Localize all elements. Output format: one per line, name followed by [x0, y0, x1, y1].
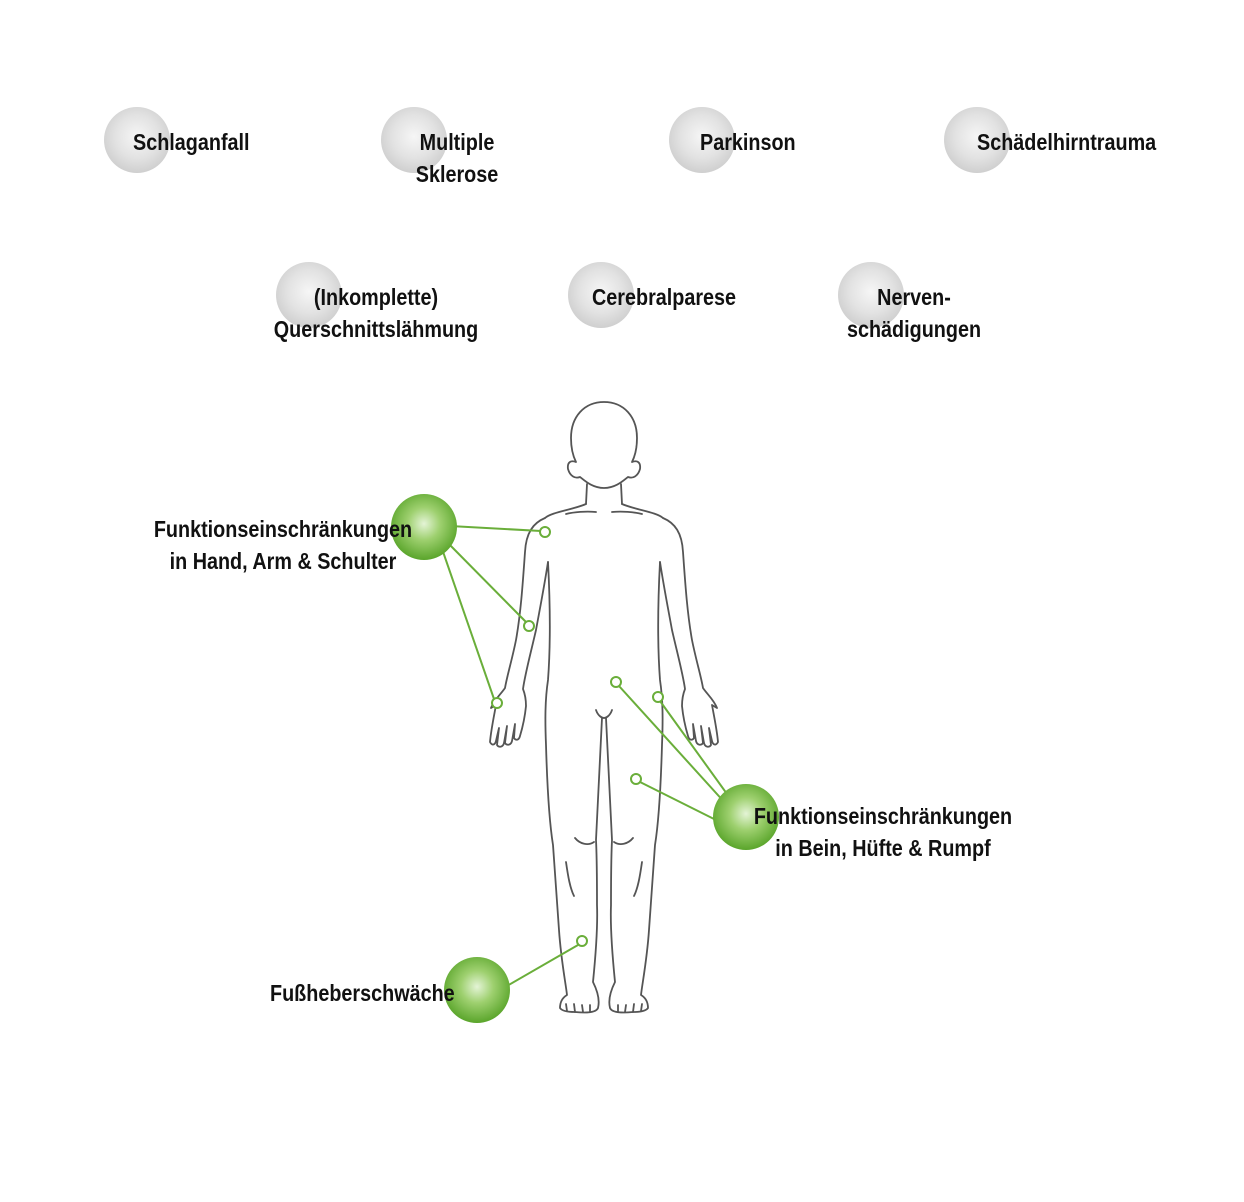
target-shoulder	[539, 526, 551, 538]
bubble-nervenschaedigungen	[838, 262, 904, 328]
target-hand	[491, 697, 503, 709]
label-schlaganfall: Schlaganfall	[133, 129, 250, 155]
label-bein-huefte-rumpf: Funktionseinschränkungen in Bein, Hüfte …	[753, 803, 1013, 861]
label-cerebralparese: Cerebralparese	[592, 284, 737, 310]
bubble-fussheberschwaeche	[444, 957, 510, 1023]
label-multiple-sklerose: Multiple Sklerose	[415, 129, 499, 187]
connector-lines	[439, 525, 741, 991]
label-fussheberschwaeche: Fußheberschwäche	[270, 980, 455, 1006]
bubble-bein-huefte-rumpf	[713, 784, 779, 850]
bubble-cerebralparese	[568, 262, 634, 328]
bubble-querschnittslaehmung	[276, 262, 342, 328]
condition-bubbles	[104, 107, 1010, 328]
bubble-multiple-sklerose	[381, 107, 447, 173]
target-ankle	[576, 935, 588, 947]
target-hip	[610, 676, 622, 688]
label-nervenschaedigungen: Nerven- schädigungen	[846, 284, 982, 342]
bubble-parkinson	[669, 107, 735, 173]
label-querschnittslaehmung: (Inkomplette) Querschnittslähmung	[273, 284, 479, 342]
bubble-schaedelhirntrauma	[944, 107, 1010, 173]
impairment-bubbles	[391, 494, 779, 1023]
target-thigh	[630, 773, 642, 785]
target-elbow	[523, 620, 535, 632]
target-upper-thigh	[652, 691, 664, 703]
human-figure	[489, 401, 719, 1014]
target-points	[491, 526, 664, 947]
bubble-schlaganfall	[104, 107, 170, 173]
label-parkinson: Parkinson	[700, 129, 796, 155]
bubble-hand-arm-schulter	[391, 494, 457, 560]
label-schaedelhirntrauma: Schädelhirntrauma	[977, 129, 1157, 155]
label-hand-arm-schulter: Funktionseinschränkungen in Hand, Arm & …	[153, 516, 413, 574]
